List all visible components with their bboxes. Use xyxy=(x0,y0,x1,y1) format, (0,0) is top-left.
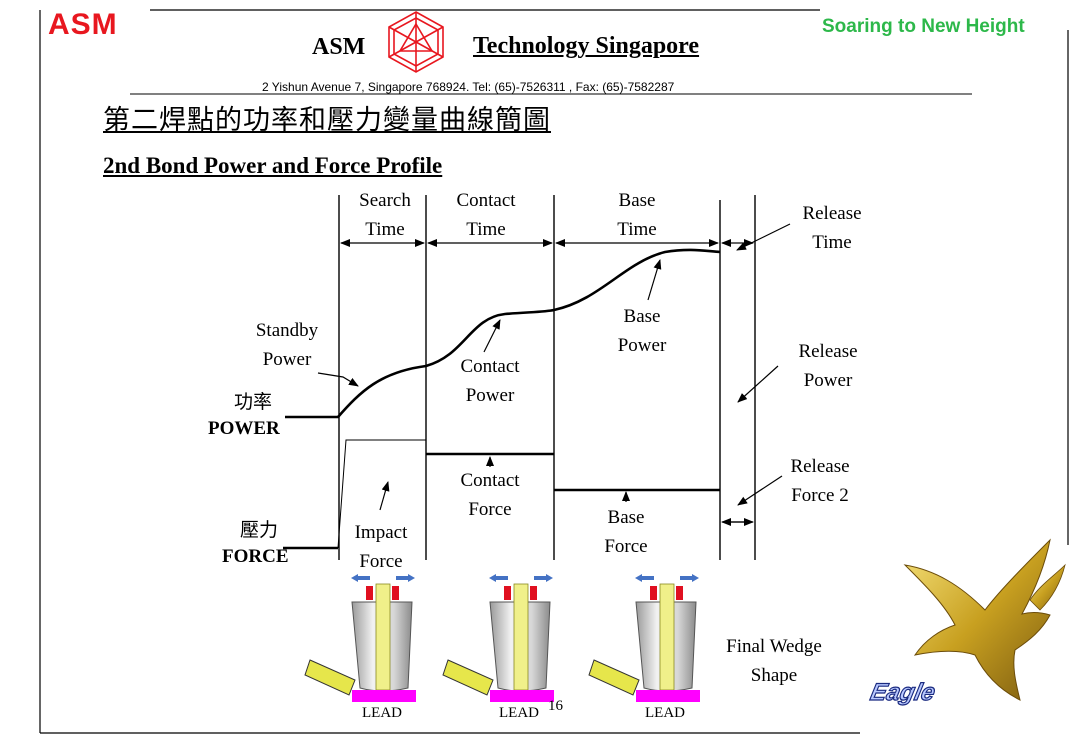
lead-label-1: LEAD xyxy=(362,705,402,721)
company-address: 2 Yishun Avenue 7, Singapore 768924. Tel… xyxy=(262,80,675,94)
slogan: Soaring to New Height xyxy=(822,16,1025,37)
lead-label-2: LEAD xyxy=(499,705,539,721)
wedge-illustration-1 xyxy=(304,574,416,702)
wedge-illustration-2 xyxy=(442,574,554,702)
wedge-illustration-3 xyxy=(588,574,700,702)
page-number: 16 xyxy=(548,698,563,714)
company-name: Technology Singapore xyxy=(473,33,700,59)
label-pointers xyxy=(317,223,791,526)
slide-title-english: 2nd Bond Power and Force Profile xyxy=(103,153,443,178)
slide-frame xyxy=(39,9,1069,734)
force-axis-label: 壓力 FORCE xyxy=(222,520,289,567)
force-profile xyxy=(283,439,720,550)
slide-title-chinese: 第二焊點的功率和壓力變量曲線簡圖 xyxy=(103,105,551,135)
asm-emblem-icon xyxy=(388,11,444,73)
phase-dividers xyxy=(338,195,756,560)
eagle-logo-icon: Eagle xyxy=(867,538,1066,707)
power-curve xyxy=(285,248,721,419)
eagle-logo-text: Eagle xyxy=(868,679,938,706)
corner-logo: ASM xyxy=(48,8,118,41)
center-logo-text: ASM xyxy=(312,34,366,60)
power-axis-label: 功率 POWER xyxy=(208,392,280,439)
lead-label-3: LEAD xyxy=(645,705,685,721)
